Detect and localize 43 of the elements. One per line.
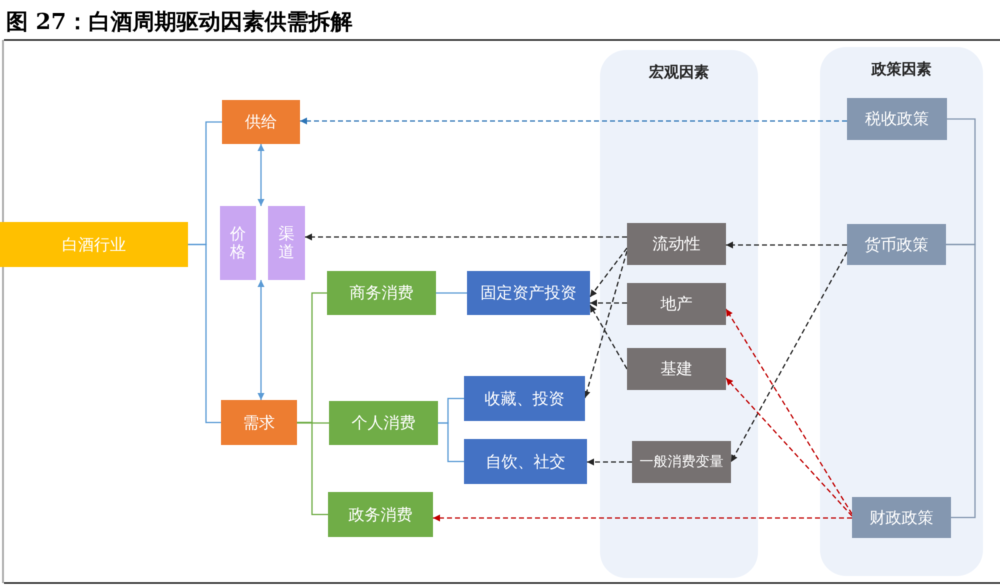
dashed-arrow	[725, 308, 853, 514]
dashed-arrow	[589, 304, 628, 370]
process-box: 供给	[222, 100, 300, 144]
process-box: 自饮、社交	[464, 439, 587, 484]
connector-line	[438, 422, 464, 462]
process-box: 商务消费	[327, 271, 436, 315]
process-box: 一般消费变量	[632, 441, 731, 483]
process-box: 财政政策	[852, 497, 951, 538]
dashed-arrow	[730, 252, 848, 462]
process-box: 基建	[627, 348, 726, 390]
dashed-arrow	[726, 242, 847, 248]
dashed-arrow	[587, 458, 632, 466]
panel-title: 宏观因素	[649, 63, 709, 82]
process-box: 流动性	[627, 223, 726, 265]
figure-title: 图 27：白酒周期驱动因素供需拆解	[6, 8, 352, 37]
connector-line	[436, 292, 467, 294]
connector-line	[188, 244, 221, 424]
connector-line	[946, 244, 976, 518]
dashed-arrow	[726, 378, 852, 516]
double-arrow	[258, 280, 264, 400]
dashed-arrow	[305, 234, 627, 240]
process-box: 需求	[221, 400, 297, 445]
dashed-arrow	[433, 514, 852, 522]
process-box: 收藏、投资	[464, 376, 585, 421]
process-box: 固定资产投资	[467, 271, 590, 315]
process-box: 货币政策	[847, 224, 946, 265]
process-box: 政务消费	[328, 492, 433, 537]
dashed-arrow	[300, 118, 847, 124]
group-panel	[600, 50, 758, 578]
process-box: 价格	[220, 206, 256, 280]
panel-title: 政策因素	[872, 60, 932, 79]
connector-line	[946, 118, 976, 246]
dashed-arrow	[589, 248, 628, 298]
process-box: 地产	[627, 283, 726, 325]
process-box: 白酒行业	[0, 222, 188, 267]
process-box: 税收政策	[847, 98, 947, 140]
process-box: 渠道	[268, 206, 305, 280]
process-box: 个人消费	[329, 401, 438, 445]
connector-line	[297, 422, 329, 424]
dashed-arrow	[584, 250, 628, 398]
group-panel	[820, 47, 983, 576]
dashed-arrow	[590, 300, 627, 306]
connector-line	[297, 422, 328, 516]
